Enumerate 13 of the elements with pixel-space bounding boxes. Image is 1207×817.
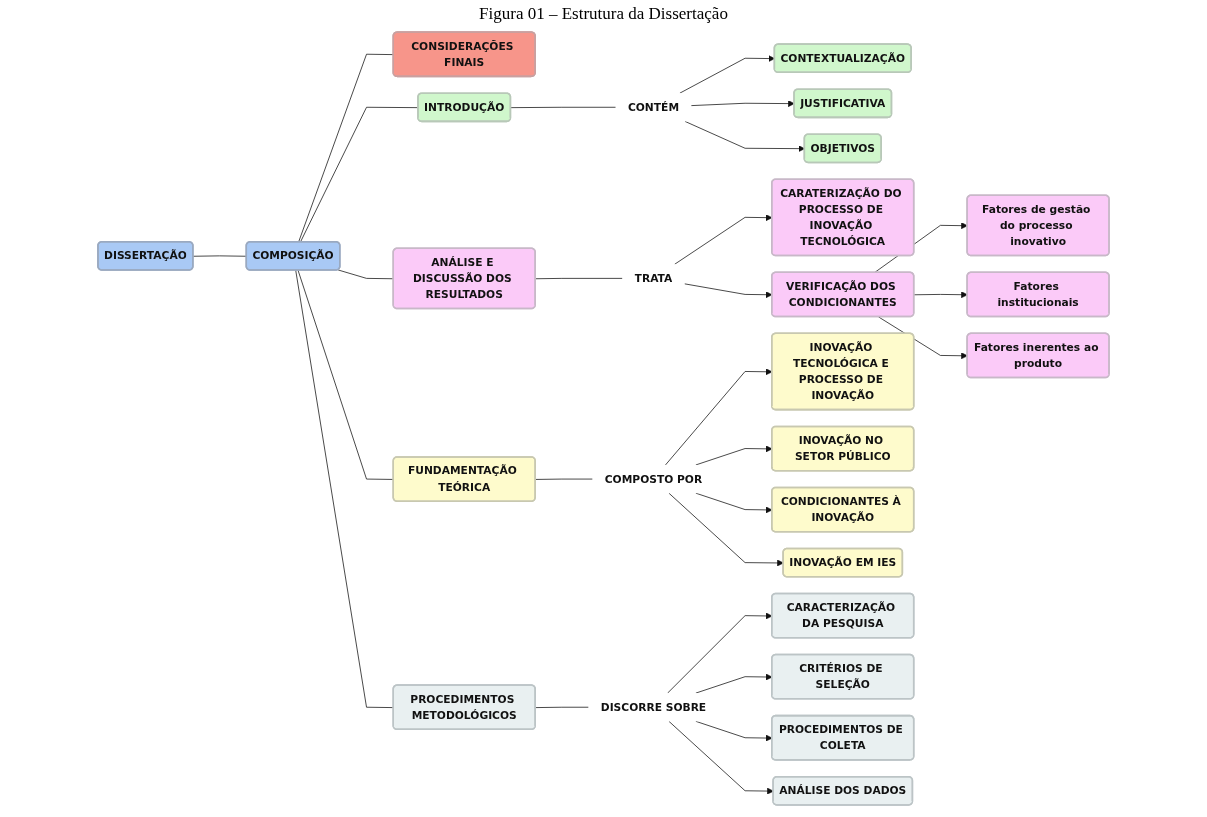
connector: [535, 478, 593, 480]
connector: [510, 106, 617, 109]
node-text: TRATA: [634, 271, 673, 285]
node-text: COMPOSTO POR: [604, 472, 703, 485]
connector: [337, 269, 394, 280]
node-text: DISCORRE SOBRE: [600, 700, 707, 713]
figure-title: Figura 01 – Estrutura da Dissertação: [478, 4, 729, 24]
connector: [297, 270, 394, 480]
connector: [535, 706, 589, 708]
connector: [298, 53, 394, 243]
connector: [535, 278, 623, 280]
connector: [295, 270, 394, 708]
node-text: CONTÉM: [627, 100, 680, 113]
